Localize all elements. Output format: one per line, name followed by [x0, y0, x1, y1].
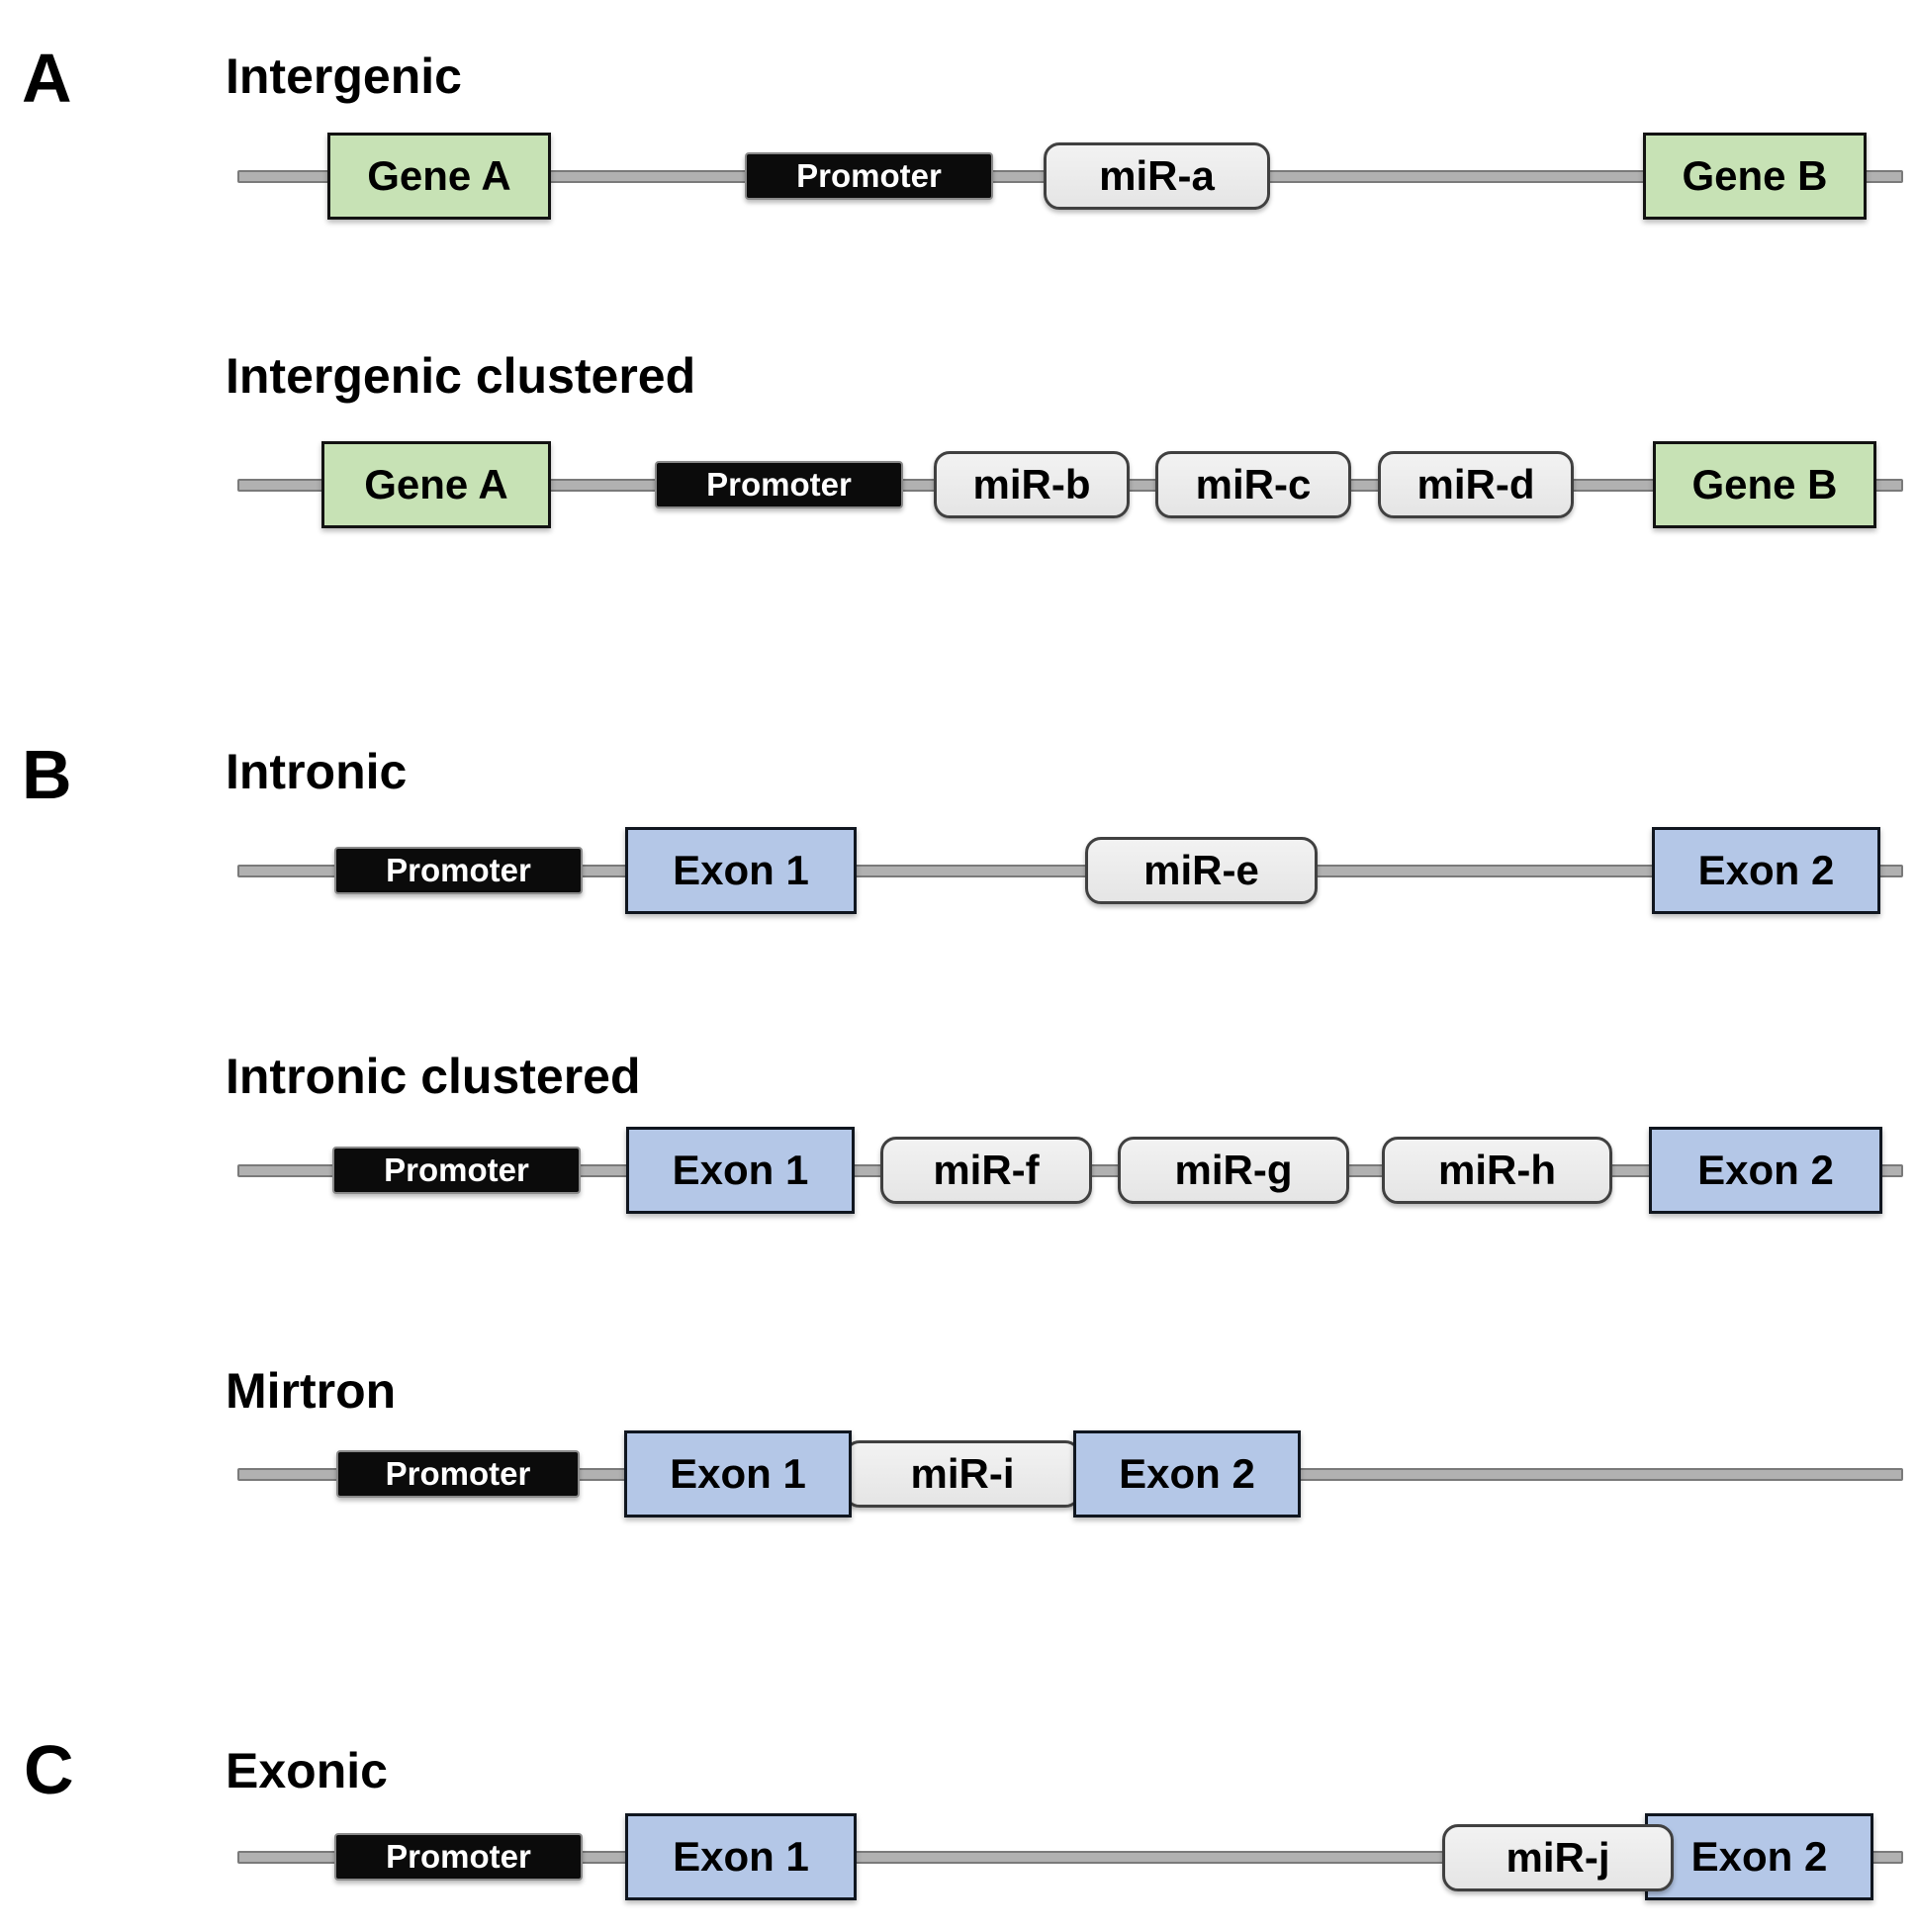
promoter-box: Promoter: [745, 152, 993, 200]
promoter-box: Promoter: [334, 1833, 583, 1881]
panel-letter-a: A: [22, 40, 72, 117]
gene-box: Gene A: [327, 133, 551, 220]
promoter-box: Promoter: [655, 461, 903, 508]
exon-box: Exon 2: [1649, 1127, 1882, 1214]
panel-letter-b: B: [22, 736, 72, 813]
section-title-intergenic-clustered: Intergenic clustered: [226, 348, 696, 404]
mirna-box: miR-a: [1044, 142, 1270, 210]
promoter-box: Promoter: [336, 1450, 580, 1498]
mirna-box: miR-d: [1378, 451, 1574, 518]
section-title-intergenic: Intergenic: [226, 48, 462, 104]
exon-box: Exon 1: [624, 1430, 852, 1518]
exon-box: Exon 1: [626, 1127, 855, 1214]
mirna-box: miR-c: [1155, 451, 1351, 518]
panel-letter-c: C: [24, 1731, 74, 1808]
section-title-exonic: Exonic: [226, 1743, 388, 1798]
promoter-box: Promoter: [332, 1147, 581, 1194]
exon-box: Exon 2: [1645, 1813, 1873, 1900]
gene-box: Gene B: [1653, 441, 1876, 528]
mirna-box: miR-e: [1085, 837, 1318, 904]
exon-box: Exon 2: [1073, 1430, 1301, 1518]
mirna-box: miR-g: [1118, 1137, 1349, 1204]
section-title-intronic: Intronic: [226, 744, 408, 799]
exon-box: Exon 1: [625, 827, 857, 914]
mirna-box: miR-i: [844, 1440, 1081, 1508]
mirna-box: miR-f: [880, 1137, 1092, 1204]
exon-box: Exon 1: [625, 1813, 857, 1900]
promoter-box: Promoter: [334, 847, 583, 894]
mirna-box: miR-j: [1442, 1824, 1674, 1891]
exon-box: Exon 2: [1652, 827, 1880, 914]
mirna-box: miR-b: [934, 451, 1130, 518]
section-title-mirtron: Mirtron: [226, 1363, 397, 1419]
gene-box: Gene B: [1643, 133, 1867, 220]
mirna-box: miR-h: [1382, 1137, 1612, 1204]
gene-box: Gene A: [321, 441, 551, 528]
section-title-intronic-clustered: Intronic clustered: [226, 1049, 641, 1104]
